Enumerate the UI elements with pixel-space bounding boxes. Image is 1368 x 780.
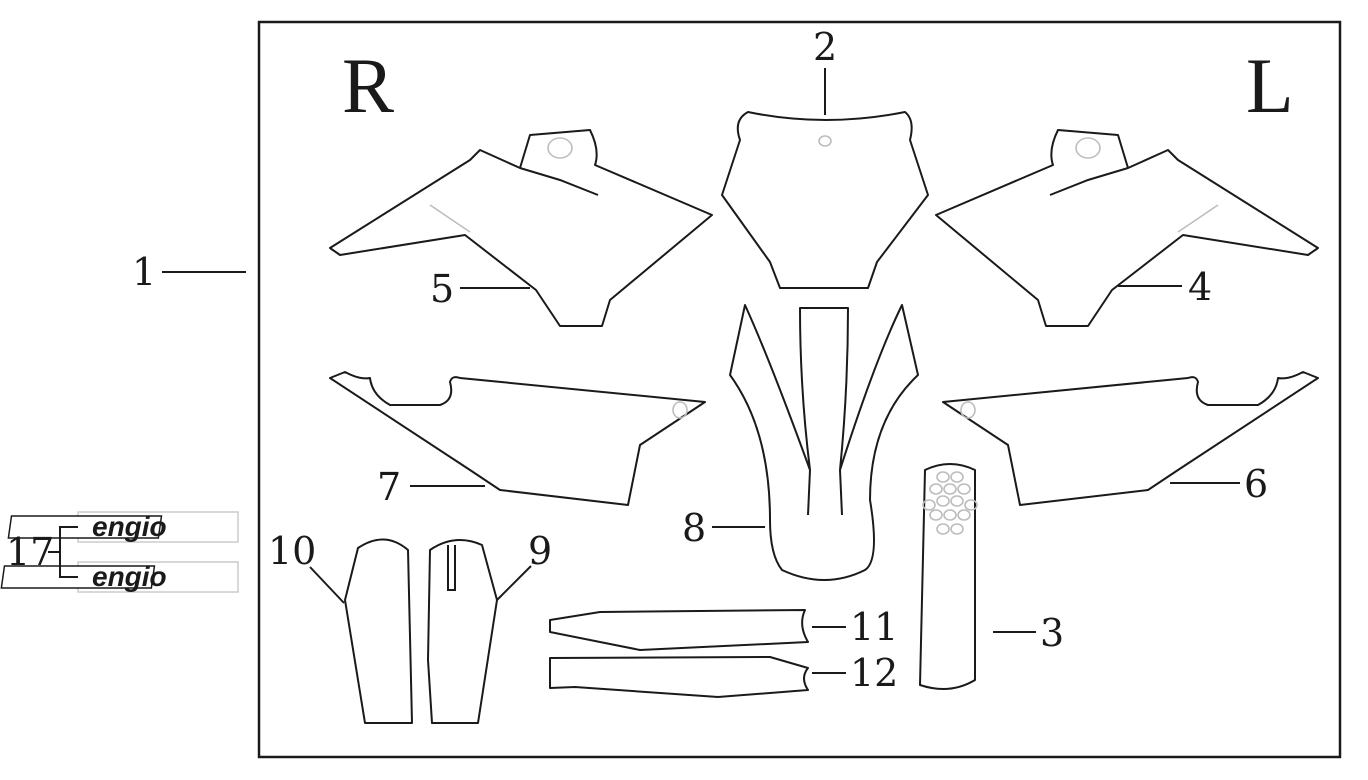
callout-7: 7 xyxy=(377,465,401,509)
swingarm-decal-upper xyxy=(549,609,809,651)
logo-sticker-upper: engio xyxy=(7,511,239,543)
callout-6: 6 xyxy=(1244,462,1268,506)
callout-10: 10 xyxy=(268,529,316,573)
callout-8: 8 xyxy=(682,506,706,550)
callout-5: 5 xyxy=(430,267,454,311)
left-side-panel-decal xyxy=(942,371,1319,506)
callout-numbers: 1 2 5 4 7 6 8 3 10 9 11 12 17 xyxy=(6,25,1268,695)
leader-lines xyxy=(48,68,1240,674)
callout-1: 1 xyxy=(132,250,156,294)
front-fender-decal xyxy=(729,304,919,581)
left-shroud-decal xyxy=(935,129,1319,327)
right-fork-guard-decal xyxy=(344,538,413,724)
seat-grip-decal xyxy=(919,463,978,690)
front-number-plate-decal xyxy=(721,111,929,289)
callout-3: 3 xyxy=(1040,611,1064,655)
right-side-label: R xyxy=(342,42,394,129)
callout-4: 4 xyxy=(1188,265,1212,309)
callout-17: 17 xyxy=(6,530,54,574)
kit-frame xyxy=(257,20,1342,759)
right-shroud-decal xyxy=(329,129,713,327)
logo-sticker-lower-text: engio xyxy=(92,561,167,592)
callout-2: 2 xyxy=(813,25,837,69)
left-side-label: L xyxy=(1246,42,1294,129)
logo-sticker-upper-text: engio xyxy=(92,511,167,542)
swingarm-decal-lower xyxy=(549,656,809,698)
left-fork-guard-decal xyxy=(427,539,498,724)
callout-12: 12 xyxy=(850,651,898,695)
right-side-panel-decal xyxy=(329,371,706,506)
callout-11: 11 xyxy=(850,605,898,649)
callout-9: 9 xyxy=(528,529,552,573)
